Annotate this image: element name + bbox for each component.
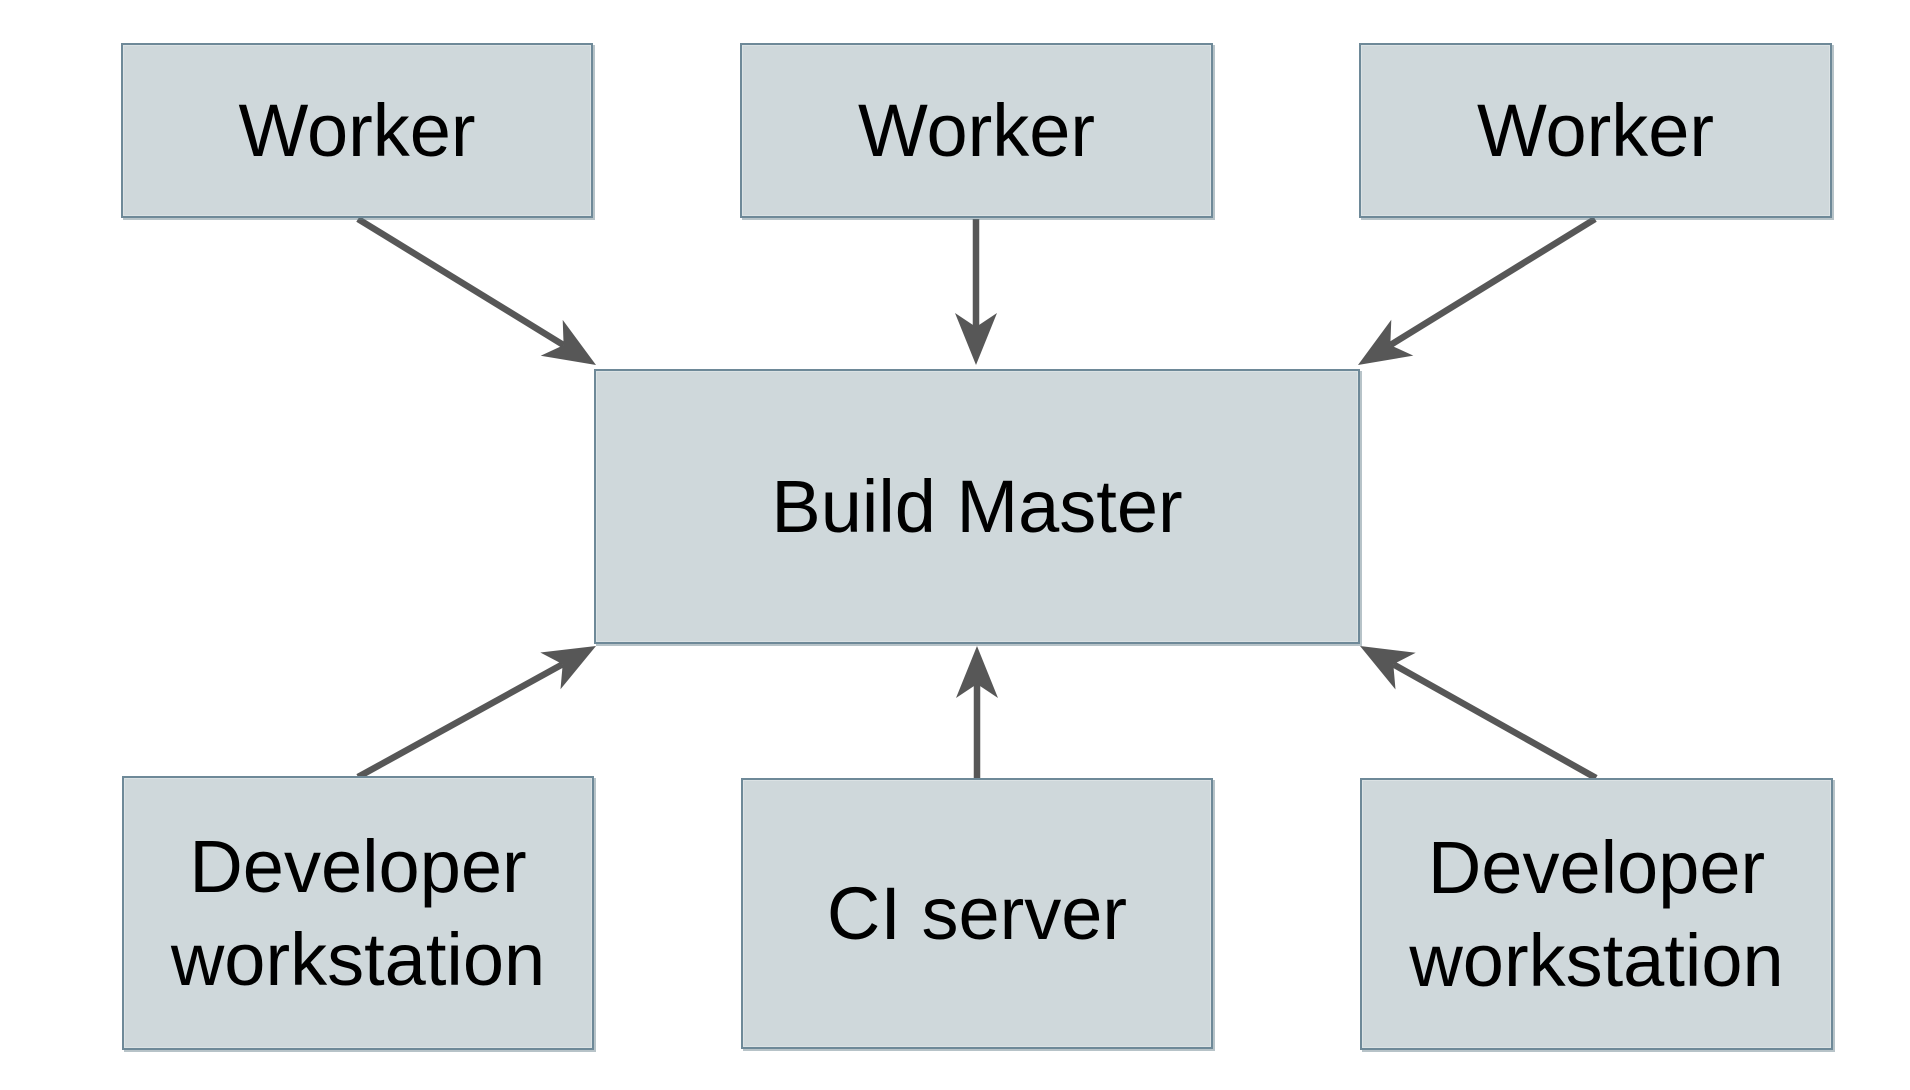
arrow-ci-server-to-build-master [956, 646, 998, 778]
arrow-dev-workstation-2-to-build-master [1360, 646, 1598, 781]
node-worker-2-label: Worker [857, 88, 1096, 172]
node-worker-2: Worker [740, 43, 1213, 218]
node-worker-3: Worker [1359, 43, 1832, 218]
node-worker-1: Worker [121, 43, 593, 218]
arrow-worker-1-to-build-master [356, 216, 596, 365]
node-dev-workstation-1-label: Developer workstation [170, 824, 546, 1001]
node-worker-3-label: Worker [1476, 88, 1715, 172]
node-dev-workstation-2-label: Developer workstation [1409, 825, 1784, 1002]
node-dev-workstation-2: Developer workstation [1360, 778, 1833, 1050]
node-worker-1-label: Worker [238, 88, 476, 172]
arrow-dev-workstation-1-to-build-master [356, 646, 596, 780]
node-ci-server-label: CI server [826, 871, 1128, 955]
node-dev-workstation-1: Developer workstation [122, 776, 594, 1050]
arrow-worker-2-to-build-master [955, 219, 997, 365]
node-build-master-label: Build Master [771, 464, 1183, 548]
node-ci-server: CI server [741, 778, 1213, 1049]
node-build-master: Build Master [594, 369, 1360, 644]
arrow-worker-3-to-build-master [1358, 216, 1597, 365]
